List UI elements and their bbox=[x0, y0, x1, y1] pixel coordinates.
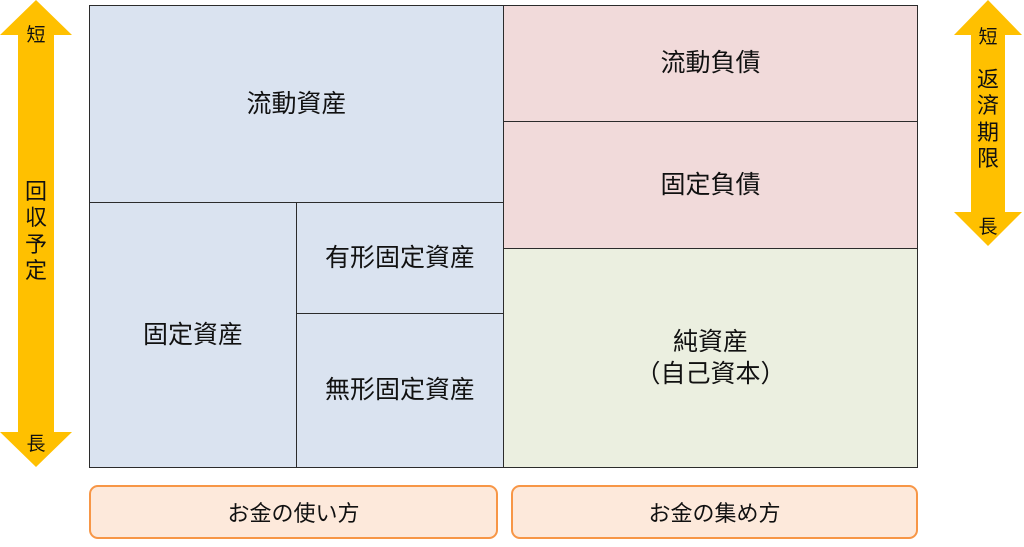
money-usage-label: お金の使い方 bbox=[89, 485, 498, 539]
right-axis-bottom-label: 長 bbox=[978, 216, 998, 238]
current-assets-box: 流動資産 bbox=[89, 5, 504, 203]
left-axis-bottom-label: 長 bbox=[26, 433, 46, 455]
net-assets-label: 純資産 bbox=[672, 326, 748, 356]
right-double-arrow-icon bbox=[954, 0, 1022, 246]
equity-label: （自己資本） bbox=[635, 359, 786, 388]
right-axis-top-label: 短 bbox=[978, 26, 998, 48]
left-axis-top-label: 短 bbox=[26, 24, 46, 46]
current-liabilities-label: 流動負債 bbox=[660, 48, 761, 78]
left-axis-middle-label: 回収予定 bbox=[24, 180, 47, 285]
money-usage-text: お金の使い方 bbox=[227, 502, 360, 527]
intangible-fixed-assets-box: 無形固定資産 bbox=[296, 313, 504, 468]
fixed-liabilities-label: 固定負債 bbox=[660, 169, 761, 199]
current-assets-label: 流動資産 bbox=[246, 88, 347, 118]
fixed-assets-box: 固定資産 bbox=[89, 202, 297, 468]
left-double-arrow-icon bbox=[0, 0, 72, 467]
money-raising-label: お金の集め方 bbox=[511, 485, 918, 539]
fixed-liabilities-box: 固定負債 bbox=[503, 121, 918, 249]
right-axis-middle-label: 返済期限 bbox=[976, 68, 999, 173]
current-liabilities-box: 流動負債 bbox=[503, 5, 918, 122]
intangible-fixed-assets-label: 無形固定資産 bbox=[324, 375, 475, 405]
net-assets-box: 純資産 （自己資本） bbox=[503, 248, 918, 468]
tangible-fixed-assets-label: 有形固定資産 bbox=[324, 242, 475, 272]
fixed-assets-label: 固定資産 bbox=[142, 319, 243, 349]
money-raising-text: お金の集め方 bbox=[648, 502, 781, 527]
tangible-fixed-assets-box: 有形固定資産 bbox=[296, 202, 504, 314]
